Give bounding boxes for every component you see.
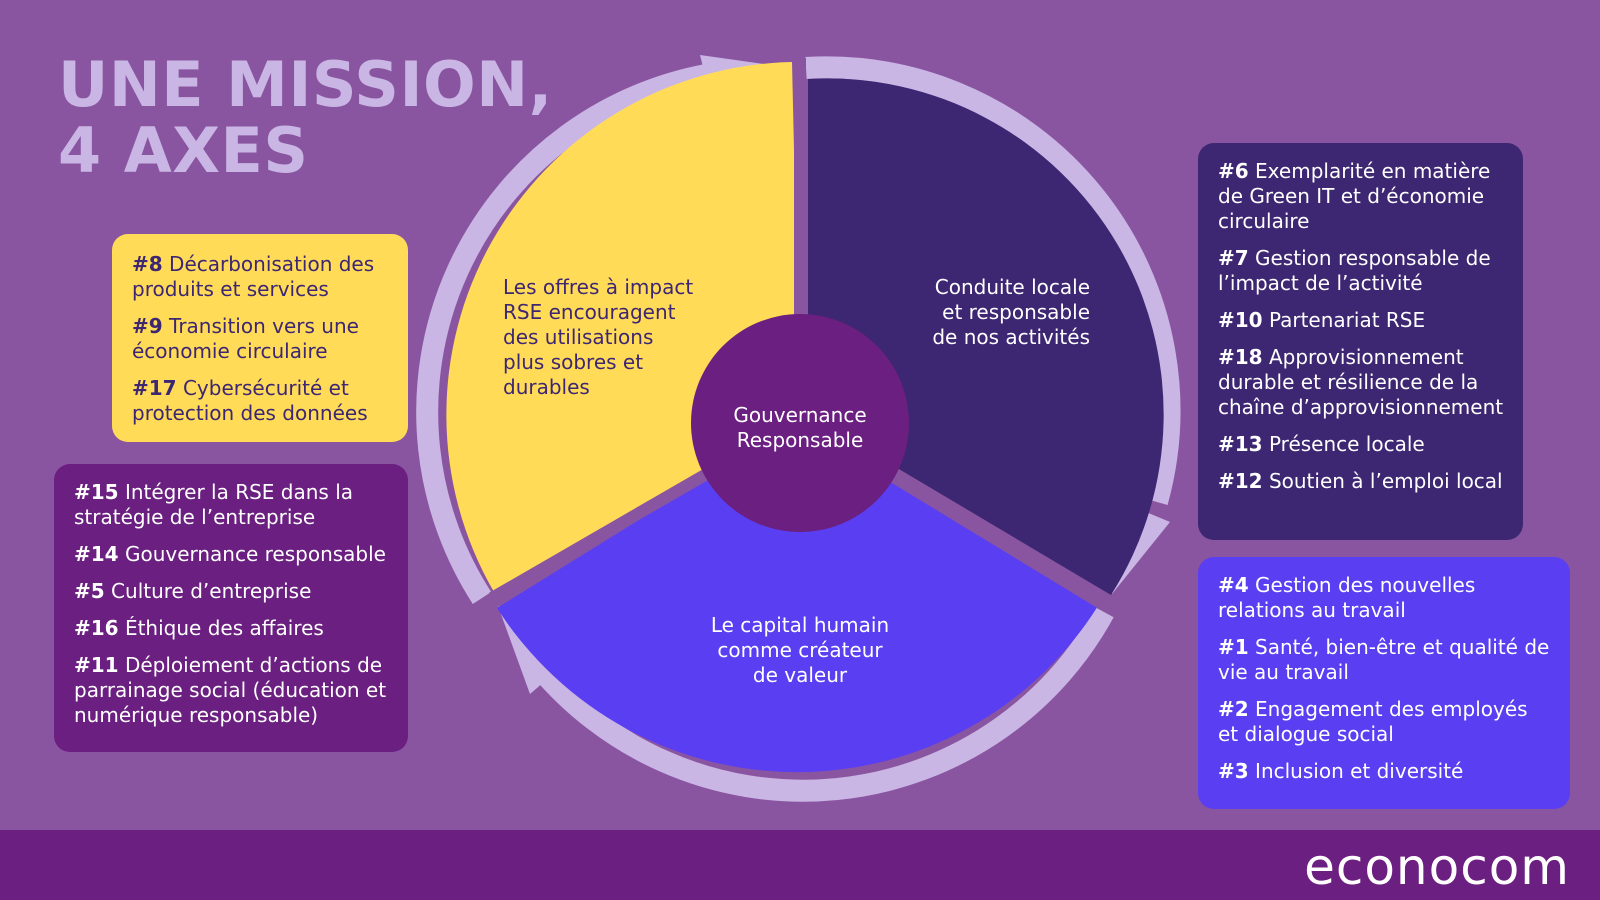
- axis-item-text: Intégrer la RSE dans la stratégie de l’e…: [74, 480, 354, 529]
- segment-label-line: durables: [503, 375, 590, 399]
- segment-label-line: et responsable: [942, 300, 1090, 324]
- axis-item: #16 Éthique des affaires: [74, 616, 390, 641]
- axis-item-text: Présence locale: [1268, 432, 1425, 456]
- axis-item-number: #4: [1218, 573, 1249, 597]
- axis-item: #14 Gouvernance responsable: [74, 542, 390, 567]
- axis-item-text: Cybersécurité et protection des données: [132, 376, 368, 425]
- axis-item: #5 Culture d’entreprise: [74, 579, 390, 604]
- box-purple: #15 Intégrer la RSE dans la stratégie de…: [54, 464, 408, 752]
- axis-item-number: #15: [74, 480, 119, 504]
- segment-blue: [497, 420, 1098, 773]
- segment-label-line: plus sobres et: [503, 350, 644, 374]
- center-label-line: Responsable: [736, 428, 864, 452]
- axis-item: #3 Inclusion et diversité: [1218, 759, 1552, 784]
- axis-item: #7 Gestion responsable de l’impact de l’…: [1218, 246, 1505, 296]
- axis-item-text: Gestion responsable de l’impact de l’act…: [1218, 246, 1491, 295]
- axis-item-number: #18: [1218, 345, 1263, 369]
- axis-item-number: #11: [74, 653, 119, 677]
- axis-item-text: Culture d’entreprise: [111, 579, 312, 603]
- center-label: Gouvernance Responsable: [700, 403, 900, 453]
- segment-label-blue: Le capital humain comme créateur de vale…: [680, 613, 920, 688]
- axis-item-text: Partenariat RSE: [1268, 308, 1426, 332]
- page-title: UNE MISSION, 4 AXES: [58, 52, 553, 184]
- axis-item-number: #16: [74, 616, 119, 640]
- segment-label-line: des utilisations: [503, 325, 654, 349]
- axis-item: #8 Décarbonisation des produits et servi…: [132, 252, 390, 302]
- axis-item-number: #6: [1218, 159, 1249, 183]
- ring-arc-left: [416, 62, 720, 604]
- axis-item: #15 Intégrer la RSE dans la stratégie de…: [74, 480, 390, 530]
- center-circle: [691, 314, 909, 532]
- axis-item-number: #5: [74, 579, 105, 603]
- axis-item-number: #1: [1218, 635, 1249, 659]
- axis-item-number: #2: [1218, 697, 1249, 721]
- axis-item-text: Déploiement d’actions de parrainage soci…: [74, 653, 387, 727]
- axis-item-text: Transition vers une économie circulaire: [132, 314, 359, 363]
- segment-label-line: comme créateur: [717, 638, 883, 662]
- axis-item-number: #12: [1218, 469, 1263, 493]
- segment-label-line: Les offres à impact: [503, 275, 694, 299]
- axis-item-text: Approvisionnement durable et résilience …: [1218, 345, 1504, 419]
- axis-item-text: Inclusion et diversité: [1255, 759, 1464, 783]
- axis-item-number: #8: [132, 252, 163, 276]
- axis-item: #18 Approvisionnement durable et résilie…: [1218, 345, 1505, 420]
- title-line-2: 4 AXES: [58, 114, 309, 187]
- axis-item-text: Gouvernance responsable: [124, 542, 386, 566]
- segment-label-line: Le capital humain: [710, 613, 890, 637]
- axis-item-text: Décarbonisation des produits et services: [132, 252, 375, 301]
- axis-item-number: #10: [1218, 308, 1263, 332]
- axis-item-number: #14: [74, 542, 119, 566]
- axis-item-text: Soutien à l’emploi local: [1268, 469, 1503, 493]
- axis-item: #13 Présence locale: [1218, 432, 1505, 457]
- box-dark: #6 Exemplarité en matière de Green IT et…: [1198, 143, 1523, 540]
- axis-item: #1 Santé, bien-être et qualité de vie au…: [1218, 635, 1552, 685]
- axis-item: #11 Déploiement d’actions de parrainage …: [74, 653, 390, 728]
- ring-arc-top: [805, 56, 1181, 505]
- axis-item-text: Exemplarité en matière de Green IT et d’…: [1218, 159, 1491, 233]
- footer-bar: [0, 830, 1600, 900]
- segment-label-line: de nos activités: [932, 325, 1090, 349]
- axis-item-text: Engagement des employés et dialogue soci…: [1218, 697, 1528, 746]
- axis-item: #17 Cybersécurité et protection des donn…: [132, 376, 390, 426]
- axis-item: #6 Exemplarité en matière de Green IT et…: [1218, 159, 1505, 234]
- axis-item: #9 Transition vers une économie circulai…: [132, 314, 390, 364]
- segment-label-dark: Conduite locale et responsable de nos ac…: [880, 275, 1090, 350]
- axis-item-number: #13: [1218, 432, 1263, 456]
- axis-item-number: #3: [1218, 759, 1249, 783]
- axis-item: #4 Gestion des nouvelles relations au tr…: [1218, 573, 1552, 623]
- econocom-logo: econocom: [1304, 838, 1570, 896]
- center-label-line: Gouvernance: [733, 403, 867, 427]
- segment-label-line: de valeur: [752, 663, 848, 687]
- axis-item-text: Éthique des affaires: [124, 616, 324, 640]
- box-blue: #4 Gestion des nouvelles relations au tr…: [1198, 557, 1570, 809]
- axis-item-number: #7: [1218, 246, 1249, 270]
- ring-arc-bottom: [531, 606, 1114, 802]
- segment-label-line: Conduite locale: [934, 275, 1090, 299]
- title-line-1: UNE MISSION,: [58, 48, 553, 121]
- axis-item-text: Santé, bien-être et qualité de vie au tr…: [1218, 635, 1550, 684]
- axis-item-text: Gestion des nouvelles relations au trava…: [1218, 573, 1476, 622]
- axis-item: #12 Soutien à l’emploi local: [1218, 469, 1505, 494]
- axis-item-number: #17: [132, 376, 177, 400]
- axis-item: #2 Engagement des employés et dialogue s…: [1218, 697, 1552, 747]
- axis-item-number: #9: [132, 314, 163, 338]
- segment-label-line: RSE encouragent: [503, 300, 676, 324]
- box-yellow: #8 Décarbonisation des produits et servi…: [112, 234, 408, 442]
- axis-item: #10 Partenariat RSE: [1218, 308, 1505, 333]
- segment-label-yellow: Les offres à impact RSE encouragent des …: [503, 275, 733, 400]
